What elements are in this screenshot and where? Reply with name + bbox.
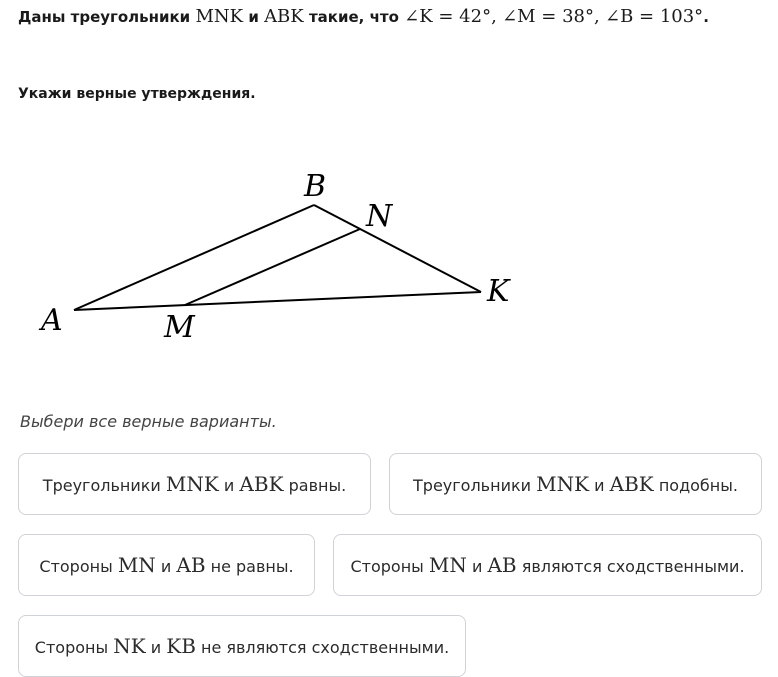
triangle-mnk: MNK bbox=[195, 6, 244, 27]
option-triangles-equal[interactable]: Треугольники MNK и ABK равны. bbox=[18, 453, 371, 515]
label-n: N bbox=[365, 199, 394, 234]
problem-such: такие, что bbox=[308, 8, 399, 26]
option-sides-not-equal[interactable]: Стороны MN и AB не равны. bbox=[18, 534, 315, 596]
option-text: Стороны MN и AB не равны. bbox=[39, 553, 293, 577]
triangle-abk: ABK bbox=[264, 6, 304, 27]
label-k: K bbox=[486, 274, 511, 309]
angle-m: ∠M = 38° bbox=[502, 6, 595, 27]
option-pre: Стороны bbox=[34, 638, 109, 657]
angle-b: ∠B = 103° bbox=[604, 6, 704, 27]
segment-ab bbox=[73, 204, 315, 311]
label-b: B bbox=[303, 169, 326, 204]
option-math-2: AB bbox=[176, 553, 206, 577]
option-math-2: KB bbox=[166, 634, 196, 658]
option-math-1: MN bbox=[428, 553, 467, 577]
label-m: M bbox=[163, 310, 196, 345]
option-math-1: NK bbox=[113, 634, 146, 658]
period: . bbox=[703, 8, 709, 26]
problem-statement: Даны треугольники MNK и ABK такие, что ∠… bbox=[18, 6, 709, 27]
segment-ak bbox=[73, 291, 482, 311]
problem-prefix: Даны треугольники bbox=[18, 8, 191, 26]
option-post: не являются сходственными. bbox=[200, 638, 450, 657]
option-post: являются сходственными. bbox=[521, 557, 745, 576]
comma: , bbox=[594, 6, 600, 27]
problem-and: и bbox=[248, 8, 259, 26]
option-text: Стороны MN и AB являются сходственными. bbox=[350, 553, 744, 577]
option-math-1: MNK bbox=[536, 472, 590, 496]
option-mid: и bbox=[471, 557, 483, 576]
option-text: Стороны NK и KB не являются сходственным… bbox=[35, 634, 449, 658]
option-mid: и bbox=[160, 557, 172, 576]
option-pre: Треугольники bbox=[413, 476, 532, 495]
option-text: Треугольники MNK и ABK подобны. bbox=[413, 472, 738, 496]
option-post: равны. bbox=[288, 476, 347, 495]
segment-mn bbox=[184, 228, 361, 306]
option-math-2: ABK bbox=[609, 472, 654, 496]
option-triangles-similar[interactable]: Треугольники MNK и ABK подобны. bbox=[389, 453, 762, 515]
segment-bk bbox=[313, 204, 482, 293]
select-hint: Выбери все верные варианты. bbox=[20, 412, 277, 431]
option-math-2: AB bbox=[487, 553, 517, 577]
option-math-2: ABK bbox=[239, 472, 284, 496]
option-pre: Треугольники bbox=[42, 476, 161, 495]
instruction: Укажи верные утверждения. bbox=[18, 86, 256, 102]
option-post: подобны. bbox=[658, 476, 738, 495]
comma: , bbox=[491, 6, 497, 27]
angle-k: ∠K = 42° bbox=[404, 6, 492, 27]
option-post: не равны. bbox=[210, 557, 294, 576]
option-mid: и bbox=[594, 476, 605, 495]
option-mid: и bbox=[223, 476, 235, 495]
option-sides-not-corresponding[interactable]: Стороны NK и KB не являются сходственным… bbox=[18, 615, 466, 677]
label-a: A bbox=[38, 303, 63, 338]
option-pre: Стороны bbox=[39, 557, 113, 576]
option-sides-corresponding[interactable]: Стороны MN и AB являются сходственными. bbox=[333, 534, 762, 596]
option-math-1: MNK bbox=[165, 472, 219, 496]
option-mid: и bbox=[150, 638, 162, 657]
option-text: Треугольники MNK и ABK равны. bbox=[43, 472, 346, 496]
option-pre: Стороны bbox=[350, 557, 424, 576]
option-math-1: MN bbox=[117, 553, 156, 577]
